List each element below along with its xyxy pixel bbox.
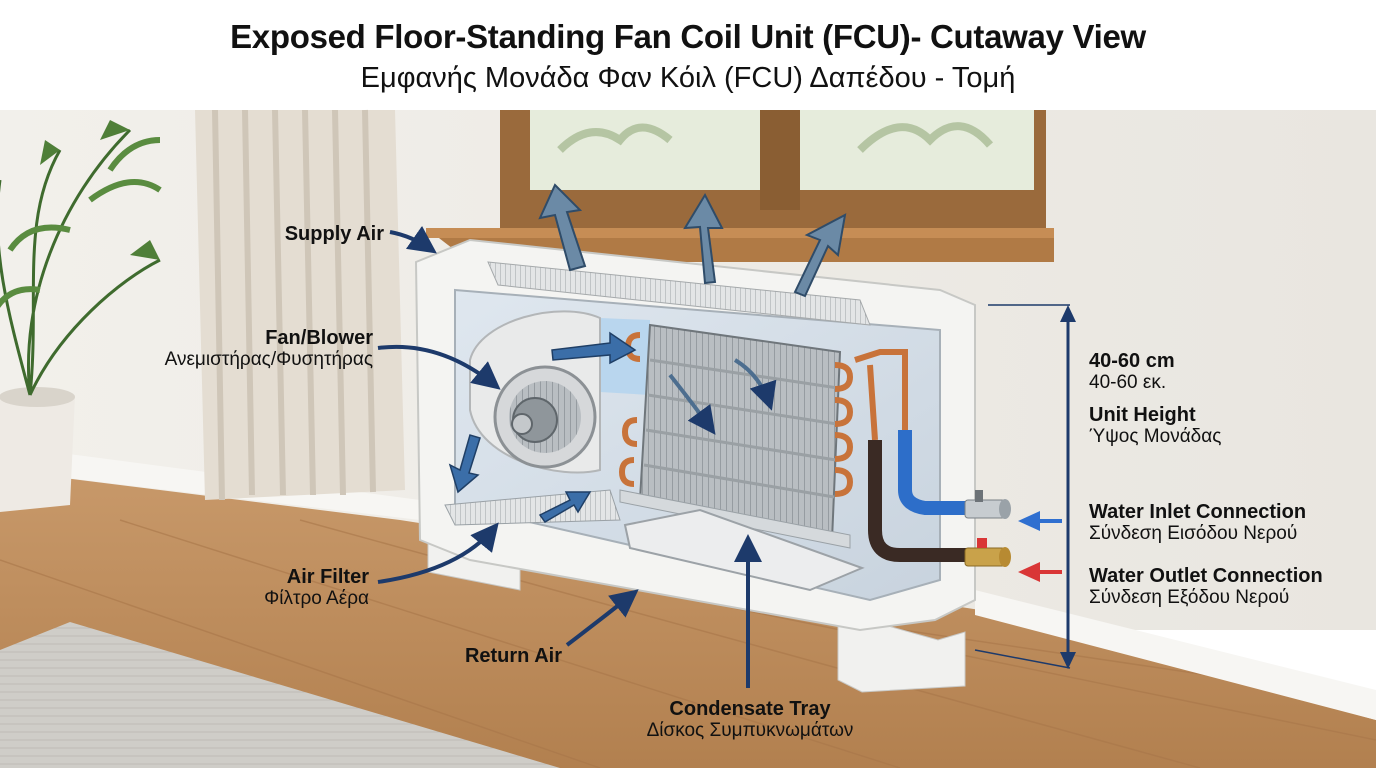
tray-text-gr: Δίσκος Συμπυκνωμάτων — [646, 720, 854, 742]
supply-air-text: Supply Air — [284, 223, 384, 245]
tray-label: Condensate Tray Δίσκος Συμπυκνωμάτων — [630, 698, 870, 742]
callout-arrows — [377, 225, 762, 688]
height-text-gr: Ύψος Μονάδας — [1089, 426, 1222, 448]
filter-text-en: Air Filter — [286, 566, 369, 588]
plant — [0, 120, 162, 512]
supply-pipe — [898, 430, 975, 515]
outlet-label: Water Outlet Connection Σύνδεση Εξόδου Ν… — [1089, 565, 1323, 609]
curtain — [195, 109, 405, 501]
height-value-en: 40-60 cm — [1089, 350, 1175, 372]
outlet-text-en: Water Outlet Connection — [1089, 565, 1323, 587]
filter-label: Air Filter Φίλτρο Αέρα — [264, 566, 369, 610]
fan-label: Fan/Blower Ανεμιστήρας/Φυσητήρας — [165, 327, 373, 371]
return-air-label: Return Air — [465, 645, 562, 667]
height-text-en: Unit Height — [1089, 403, 1196, 426]
inlet-arrow — [1018, 511, 1062, 531]
floor — [0, 470, 1376, 768]
filter-text-gr: Φίλτρο Αέρα — [264, 588, 369, 610]
fan-text-gr: Ανεμιστήρας/Φυσητήρας — [164, 349, 373, 371]
outlet-text-gr: Σύνδεση Εξόδου Νερού — [1089, 587, 1290, 609]
airflow-arrows — [538, 183, 847, 298]
inlet-valve — [964, 490, 1011, 519]
supply-air-label: Supply Air — [285, 223, 384, 245]
outlet-valve — [964, 538, 1011, 567]
inlet-text-gr: Σύνδεση Εισόδου Νερού — [1089, 523, 1298, 545]
height-value-gr: 40-60 εκ. — [1089, 372, 1167, 394]
return-air-text: Return Air — [464, 645, 562, 667]
title-greek: Εμφανής Μονάδα Φαν Κόιλ (FCU) Δαπέδου - … — [360, 62, 1016, 94]
title-english: Exposed Floor-Standing Fan Coil Unit (FC… — [230, 18, 1146, 55]
return-pipe — [868, 440, 975, 562]
height-label: 40-60 cm 40-60 εκ. Unit Height Ύψος Μονά… — [1089, 350, 1221, 447]
tray-text-en: Condensate Tray — [669, 698, 831, 720]
height-dimension — [974, 304, 1076, 669]
rug — [0, 622, 560, 768]
inlet-label: Water Inlet Connection Σύνδεση Εισόδου Ν… — [1089, 501, 1306, 545]
outlet-arrow — [1018, 562, 1062, 582]
fcu-unit — [414, 238, 1011, 693]
window — [426, 110, 1054, 262]
inlet-text-en: Water Inlet Connection — [1089, 501, 1307, 523]
fan-text-en: Fan/Blower — [265, 327, 373, 349]
